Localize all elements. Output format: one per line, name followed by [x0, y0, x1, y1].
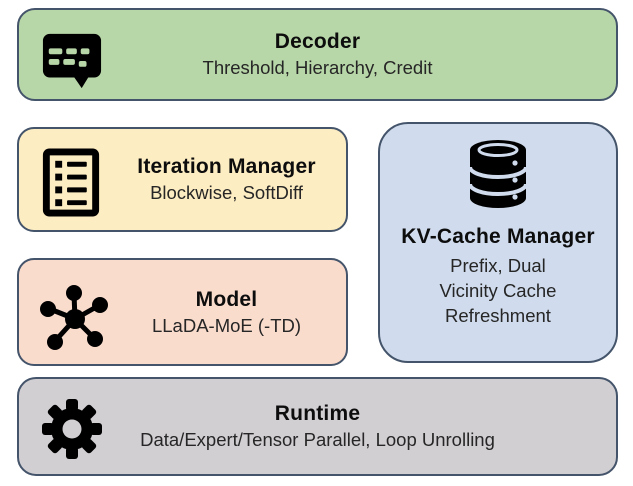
- chat-message-icon: [42, 33, 102, 89]
- kv-cache-manager-box: KV-Cache Manager Prefix, Dual Vicinity C…: [378, 122, 618, 363]
- model-text: Model LLaDA-MoE (-TD): [107, 286, 346, 338]
- box-title: Iteration Manager: [137, 155, 316, 179]
- subtitle-line: Vicinity Cache: [439, 279, 557, 301]
- database-icon: [468, 140, 528, 208]
- model-box: Model LLaDA-MoE (-TD): [17, 258, 348, 366]
- subtitle-line: Prefix, Dual: [450, 254, 546, 276]
- network-graph-icon: [40, 285, 108, 350]
- box-subtitle: Prefix, Dual Vicinity Cache Refreshment: [440, 253, 557, 328]
- checklist-icon: [42, 148, 100, 217]
- kv-cache-manager-text: KV-Cache Manager Prefix, Dual Vicinity C…: [380, 223, 616, 328]
- box-title: Model: [195, 287, 258, 311]
- box-subtitle: Threshold, Hierarchy, Credit: [202, 57, 433, 79]
- decoder-text: Decoder Threshold, Hierarchy, Credit: [19, 28, 616, 80]
- gear-icon: [42, 399, 102, 459]
- box-subtitle: Blockwise, SoftDiff: [150, 182, 303, 204]
- box-subtitle: Data/Expert/Tensor Parallel, Loop Unroll…: [140, 429, 495, 451]
- iteration-manager-text: Iteration Manager Blockwise, SoftDiff: [107, 153, 346, 205]
- iteration-manager-box: Iteration Manager Blockwise, SoftDiff: [17, 127, 348, 232]
- subtitle-line: Refreshment: [445, 304, 551, 326]
- decoder-box: Decoder Threshold, Hierarchy, Credit: [17, 8, 618, 101]
- box-subtitle: LLaDA-MoE (-TD): [151, 314, 302, 336]
- box-title: KV-Cache Manager: [401, 225, 595, 248]
- box-title: Decoder: [274, 30, 361, 54]
- box-title: Runtime: [274, 402, 361, 426]
- runtime-text: Runtime Data/Expert/Tensor Parallel, Loo…: [19, 400, 616, 452]
- runtime-box: Runtime Data/Expert/Tensor Parallel, Loo…: [17, 377, 618, 476]
